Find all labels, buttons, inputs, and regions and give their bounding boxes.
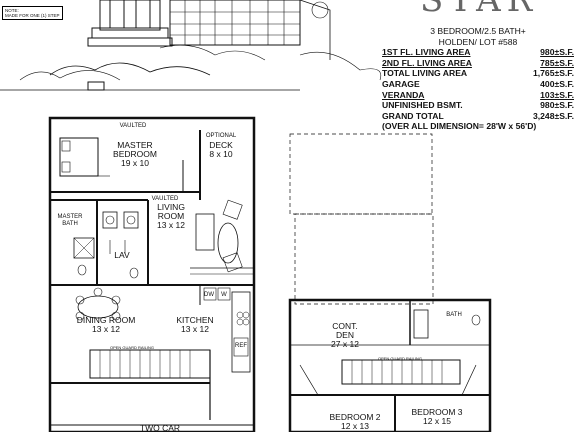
spec-value: 980±S.F. xyxy=(540,100,574,111)
den-cont-label: CONT. xyxy=(332,321,358,331)
spec-label: 2ND FL. LIVING AREA xyxy=(382,57,472,68)
lav-label: LAV xyxy=(114,250,130,260)
front-elevation xyxy=(0,0,382,91)
garage-label: TWO CAR xyxy=(139,423,181,433)
spec-label: GARAGE xyxy=(382,78,420,89)
spec-label: UNFINISHED BSMT. xyxy=(382,100,463,111)
deck-label: DECK xyxy=(209,140,233,150)
spec-row: 1ST FL. LIVING AREA 980±S.F. xyxy=(382,47,574,58)
bedroom-2-label: BEDROOM 2 xyxy=(329,412,381,422)
master-bath-label-2: BATH xyxy=(62,221,78,227)
upstairs-bath-label: BATH xyxy=(446,312,462,318)
spec-label: 1ST FL. LIVING AREA xyxy=(382,47,471,58)
spec-label: VERANDA xyxy=(382,89,425,100)
spec-value: 103±S.F. xyxy=(540,89,574,100)
bedroom-3-label: BEDROOM 3 xyxy=(411,407,463,417)
subtitle-line-2: HOLDEN/ LOT #588 xyxy=(438,36,518,47)
second-floor-plan xyxy=(288,133,492,432)
master-bedroom-label: MASTER xyxy=(117,140,153,150)
deck-optional-label: OPTIONAL xyxy=(205,133,237,139)
first-floor-plan xyxy=(48,116,256,432)
living-vaulted-label: VAULTED xyxy=(151,196,179,202)
den-dim: 27 x 12 xyxy=(331,339,359,349)
spec-row: GRAND TOTAL 3,248±S.F. xyxy=(382,111,574,122)
spec-label: TOTAL LIVING AREA xyxy=(382,68,468,79)
overall-dimension: (OVER ALL DIMENSION= 28'W x 56'D) xyxy=(382,121,537,132)
plan-name: STAR xyxy=(420,0,539,20)
spec-value: 400±S.F. xyxy=(540,78,574,89)
living-room-label: LIVING xyxy=(157,202,185,212)
first-floor-railing-label: OPEN GUARD RAILING xyxy=(109,345,154,350)
spec-label: GRAND TOTAL xyxy=(382,110,444,121)
master-bath-label: MASTER xyxy=(57,214,83,220)
refrigerator-label: REF xyxy=(235,343,247,349)
note-line-1: NOTE: xyxy=(5,8,19,13)
bedroom-2-dim: 12 x 13 xyxy=(341,421,369,431)
deck-dim: 8 x 10 xyxy=(209,149,233,159)
washer-label: W xyxy=(221,292,227,298)
dining-room-dim: 13 x 12 xyxy=(92,324,120,334)
spec-row: TOTAL LIVING AREA 1,765±S.F. xyxy=(382,68,574,79)
den-label: DEN xyxy=(336,330,354,340)
living-room-label-2: ROOM xyxy=(157,211,185,221)
spec-row: 2ND FL. LIVING AREA 785±S.F. xyxy=(382,58,574,69)
dining-room-label: DINING ROOM xyxy=(76,315,136,325)
subtitle-line-1: 3 BEDROOM/2.5 BATH+ xyxy=(430,26,526,36)
bedroom-3-dim: 12 x 15 xyxy=(423,416,451,426)
master-vaulted-label: VAULTED xyxy=(119,123,147,129)
living-room-dim: 13 x 12 xyxy=(157,220,185,230)
note-box: NOTE: MADE FOR ONE (1) STEP xyxy=(2,6,63,20)
spec-value: 980±S.F. xyxy=(540,47,574,58)
note-line-2: MADE FOR ONE (1) STEP xyxy=(5,13,60,18)
second-floor-railing-label: OPEN GUARD RAILING xyxy=(377,356,422,361)
master-bedroom-dim: 19 x 10 xyxy=(121,158,149,168)
spec-value: 1,765±S.F. xyxy=(532,68,574,79)
specs-panel: 3 BEDROOM/2.5 BATH+ HOLDEN/ LOT #588 1ST… xyxy=(382,26,574,132)
spec-row: UNFINISHED BSMT. 980±S.F. xyxy=(382,100,574,111)
kitchen-label: KITCHEN xyxy=(176,315,214,325)
dishwasher-label: DW xyxy=(204,292,214,298)
spec-row: VERANDA 103±S.F. xyxy=(382,90,574,101)
master-bedroom-label-2: BEDROOM xyxy=(113,149,157,159)
kitchen-dim: 13 x 12 xyxy=(181,324,209,334)
spec-value: 3,248±S.F. xyxy=(532,110,574,121)
spec-value: 785±S.F. xyxy=(540,57,574,68)
spec-row: GARAGE 400±S.F. xyxy=(382,79,574,90)
